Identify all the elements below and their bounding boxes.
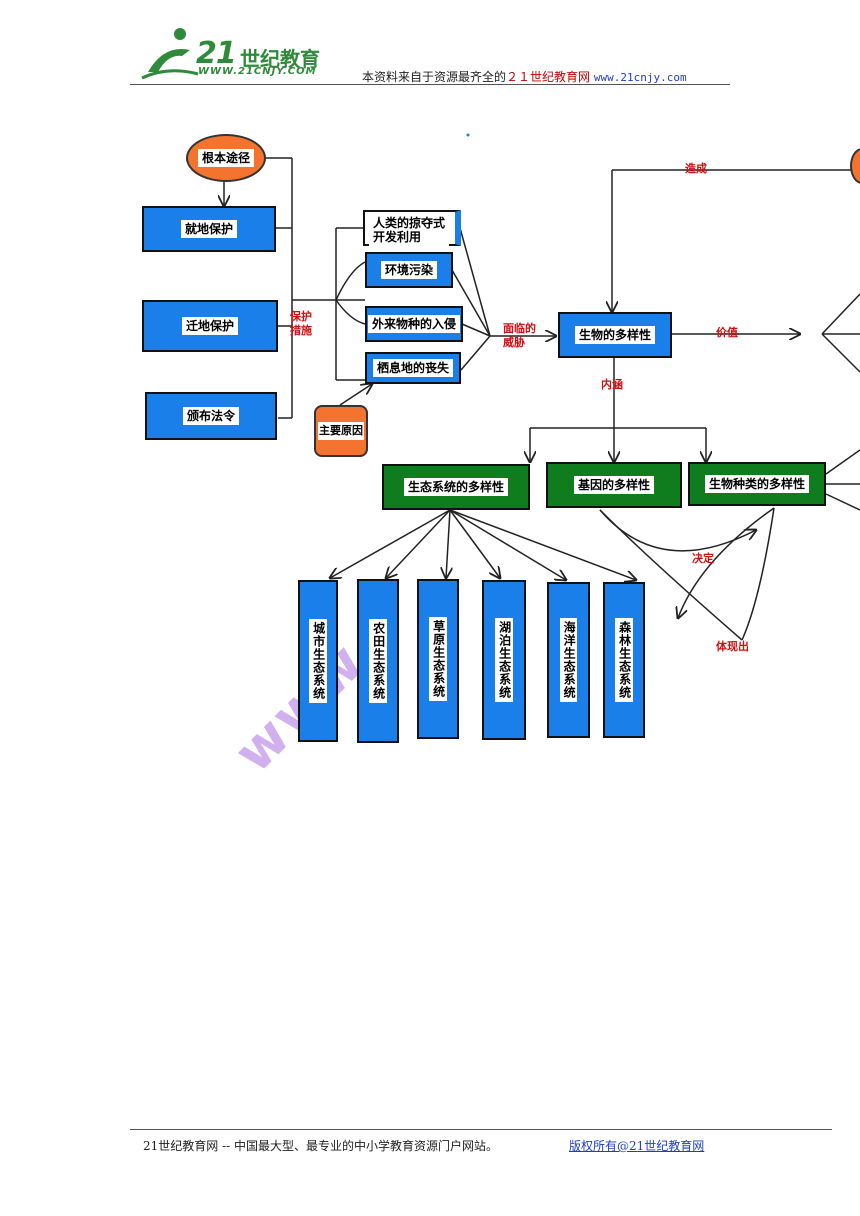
threat-pollution-box: 环境污染 — [365, 252, 453, 288]
logo-name: 世纪教育 — [240, 47, 320, 71]
legislation-label: 颁布法令 — [182, 406, 239, 426]
genetic-diversity-label: 基因的多样性 — [573, 475, 654, 495]
ecosystem-lake-box: 湖泊生态系统 — [482, 580, 526, 740]
source-url[interactable]: www.21cnjy.com — [593, 71, 687, 84]
threat-overexploitation-box: 人类的掠夺式 开发利用 — [363, 210, 461, 247]
ecosystem-urban-box: 城市生态系统 — [298, 580, 338, 742]
logo-url: WWW.21CNJY.COM — [198, 66, 317, 77]
header-source-text: 本资料来自于资源最齐全的２１世纪教育网 www.21cnjy.com — [362, 68, 687, 85]
ecosystem-farmland-label: 农田生态系统 — [369, 619, 387, 703]
threats-faced-label: 面临的 威胁 — [503, 322, 536, 349]
root-approach-label: 根本途径 — [197, 148, 254, 168]
ecosystem-diversity-label: 生态系统的多样性 — [403, 477, 508, 497]
threat-pollution-label: 环境污染 — [380, 260, 437, 280]
ecosystem-ocean-label: 海洋生态系统 — [559, 618, 578, 702]
logo-runner-icon — [141, 28, 199, 80]
protection-measures-label: 保护 措施 — [290, 310, 312, 337]
ecosystem-lake-label: 湖泊生态系统 — [495, 618, 513, 702]
embodies-label: 体现出 — [716, 640, 749, 653]
ex-situ-box: 迁地保护 — [142, 300, 278, 352]
ecosystem-urban-label: 城市生态系统 — [309, 619, 327, 703]
ecosystem-ocean-box: 海洋生态系统 — [547, 582, 590, 738]
biodiversity-center-label: 生物的多样性 — [574, 325, 655, 345]
logo-number: 21 — [196, 36, 237, 71]
threat-overexploitation-label: 人类的掠夺式 开发利用 — [369, 214, 450, 247]
threat-invasive-species-label: 外来物种的入侵 — [367, 314, 460, 334]
main-cause-box: 主要原因 — [314, 405, 368, 457]
threat-habitat-loss-label: 栖息地的丧失 — [372, 358, 453, 378]
ecosystem-forest-box: 森林生态系统 — [603, 582, 645, 738]
in-situ-box: 就地保护 — [142, 206, 276, 252]
ecosystem-farmland-box: 农田生态系统 — [357, 579, 399, 743]
ecosystem-grassland-box: 草原生态系统 — [417, 579, 459, 739]
source-prefix: 本资料来自于资源最齐全的 — [362, 70, 507, 84]
header-divider — [130, 84, 730, 85]
in-situ-label: 就地保护 — [180, 219, 237, 239]
species-diversity-label: 生物种类的多样性 — [704, 474, 809, 494]
genetic-diversity-box: 基因的多样性 — [546, 462, 682, 508]
threat-habitat-loss-box: 栖息地的丧失 — [365, 352, 461, 384]
legislation-box: 颁布法令 — [145, 392, 277, 440]
main-cause-label: 主要原因 — [318, 422, 364, 440]
footer-divider — [130, 1129, 832, 1130]
ecosystem-forest-label: 森林生态系统 — [615, 618, 633, 702]
cause-label: 造成 — [685, 162, 707, 175]
root-approach-oval: 根本途径 — [186, 134, 266, 182]
ex-situ-label: 迁地保护 — [181, 316, 238, 336]
source-site[interactable]: ２１世纪教育网 — [506, 70, 591, 84]
footer-description: 21世纪教育网 -- 中国最大型、最专业的中小学教育资源门户网站。 — [143, 1139, 499, 1153]
ecosystem-diversity-box: 生态系统的多样性 — [382, 464, 530, 510]
value-label: 价值 — [716, 326, 738, 339]
ecosystem-grassland-label: 草原生态系统 — [429, 617, 447, 701]
threat-invasive-species-box: 外来物种的入侵 — [365, 306, 463, 342]
connotation-label: 内涵 — [601, 378, 623, 391]
determines-label: 决定 — [692, 552, 714, 565]
biodiversity-center-box: 生物的多样性 — [558, 312, 672, 358]
footer-copyright-link[interactable]: 版权所有@21世纪教育网 — [569, 1139, 705, 1153]
species-diversity-box: 生物种类的多样性 — [688, 462, 826, 506]
